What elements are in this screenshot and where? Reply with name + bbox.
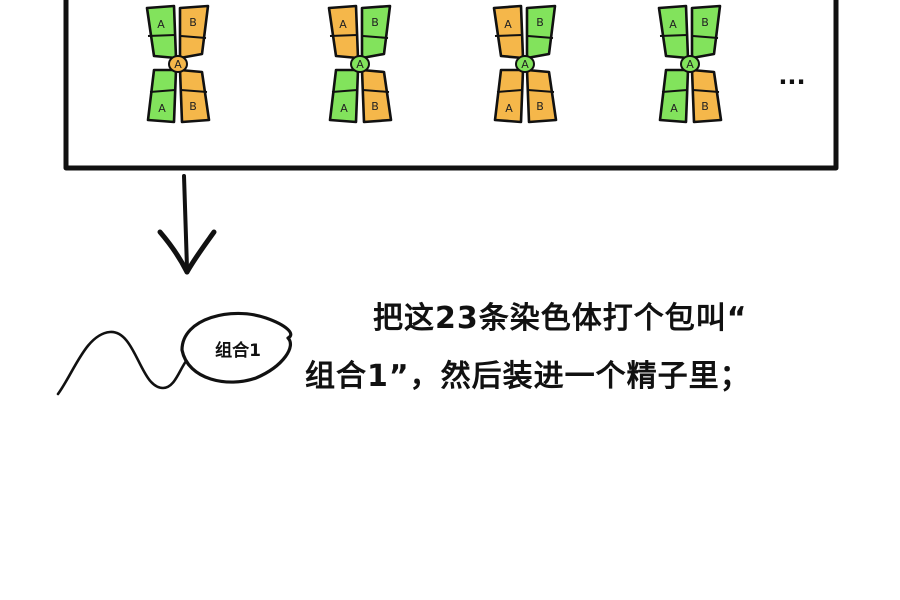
chromosome-arm-bottom-left bbox=[146, 68, 178, 124]
chromosome-arm-bottom-right bbox=[178, 68, 211, 124]
centromere bbox=[515, 55, 535, 73]
segment-divider bbox=[180, 89, 208, 93]
segment-label: B bbox=[371, 16, 379, 29]
chromosome-arm-bottom-left bbox=[328, 68, 360, 124]
chromosome-arm-top-right bbox=[690, 4, 722, 60]
segment-label: A bbox=[340, 102, 348, 115]
down-arrow-icon bbox=[157, 174, 217, 275]
segment-label: A bbox=[670, 102, 678, 115]
caption-line-1: 把这23条染色体打个包叫“ bbox=[373, 301, 748, 336]
segment-label: B bbox=[536, 16, 544, 29]
segment-label: B bbox=[701, 100, 709, 113]
segment-divider bbox=[149, 89, 176, 93]
caption-line-2: 组合1”，然后装进一个精子里； bbox=[305, 359, 751, 394]
segment-label: A bbox=[686, 58, 694, 71]
segment-divider bbox=[496, 89, 523, 93]
caption: 把这23条染色体打个包叫“ 组合1”，然后装进一个精子里； bbox=[305, 290, 865, 406]
sperm-label: 组合1 bbox=[215, 340, 261, 361]
segment-divider bbox=[362, 89, 390, 93]
segment-divider bbox=[692, 89, 720, 93]
segment-divider bbox=[494, 34, 523, 37]
segment-label: A bbox=[356, 58, 364, 71]
chromosome-arm-top-left bbox=[657, 4, 690, 60]
segment-divider bbox=[329, 34, 358, 37]
segment-label: A bbox=[669, 18, 677, 31]
chromosome-1: A B A A B bbox=[145, 4, 211, 124]
chromosome-arm-bottom-right bbox=[690, 68, 723, 124]
chromosome-panel bbox=[63, 0, 839, 171]
chromosome-3: A B A A B bbox=[492, 4, 558, 124]
chromosome-2: A B A A B bbox=[327, 4, 393, 124]
chromosome-arm-bottom-left bbox=[493, 68, 525, 124]
sperm-tail bbox=[56, 330, 192, 396]
chromosome-row: A B A A B A B A A B A B A A B A B A A B bbox=[145, 4, 723, 124]
chromosome-arm-top-right bbox=[360, 4, 392, 60]
segment-divider bbox=[180, 35, 207, 39]
segment-label: A bbox=[521, 58, 529, 71]
chromosome-arm-top-left bbox=[145, 4, 178, 60]
chromosome-arm-top-right bbox=[525, 4, 557, 60]
segment-divider bbox=[147, 34, 176, 37]
segment-label: B bbox=[189, 16, 197, 29]
segment-label: A bbox=[157, 18, 165, 31]
chromosome-arm-bottom-right bbox=[525, 68, 558, 124]
segment-label: A bbox=[504, 18, 512, 31]
segment-divider bbox=[331, 89, 358, 93]
sperm-head bbox=[180, 311, 293, 384]
segment-label: B bbox=[189, 100, 197, 113]
segment-divider bbox=[692, 35, 719, 39]
sperm-icon: 组合1 bbox=[56, 311, 293, 396]
segment-divider bbox=[661, 89, 688, 93]
centromere bbox=[168, 55, 188, 73]
segment-divider bbox=[659, 34, 688, 37]
segment-label: A bbox=[174, 58, 182, 71]
segment-label: A bbox=[505, 102, 513, 115]
segment-divider bbox=[362, 35, 389, 39]
segment-label: A bbox=[158, 102, 166, 115]
segment-divider bbox=[527, 35, 554, 39]
chromosome-arm-top-right bbox=[178, 4, 210, 60]
segment-divider bbox=[527, 89, 555, 93]
segment-label: B bbox=[701, 16, 709, 29]
chromosome-4: A B A A B bbox=[657, 4, 723, 124]
chromosome-arm-top-left bbox=[327, 4, 360, 60]
chromosome-arm-top-left bbox=[492, 4, 525, 60]
segment-label: A bbox=[339, 18, 347, 31]
chromosome-arm-bottom-left bbox=[658, 68, 690, 124]
centromere bbox=[350, 55, 370, 73]
centromere bbox=[680, 55, 700, 73]
ellipsis: ... bbox=[778, 62, 805, 90]
chromosome-arm-bottom-right bbox=[360, 68, 393, 124]
segment-label: B bbox=[371, 100, 379, 113]
segment-label: B bbox=[536, 100, 544, 113]
